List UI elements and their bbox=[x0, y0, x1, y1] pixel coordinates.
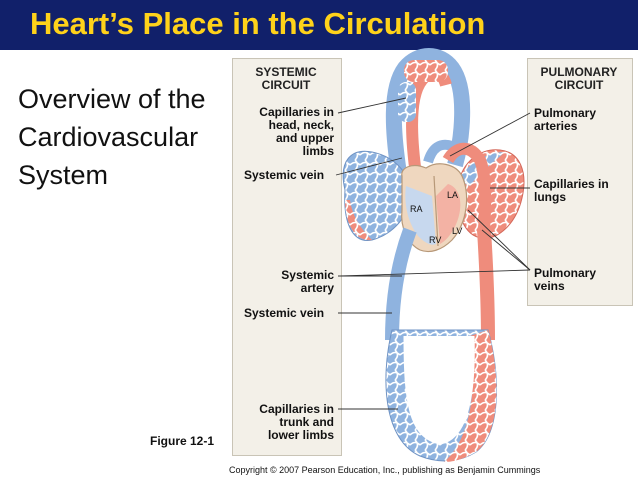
left-atrium-label: LA bbox=[447, 190, 459, 200]
label-capillaries-upper: Capillaries in head, neck, and upper lim… bbox=[238, 106, 334, 158]
figure-label: Figure 12-1 bbox=[150, 434, 215, 448]
label-pulmonary-arteries: Pulmonary arteries bbox=[534, 107, 596, 133]
copyright-text: Copyright © 2007 Pearson Education, Inc.… bbox=[229, 465, 541, 475]
pulmonary-header-line-1: PULMONARY bbox=[540, 65, 618, 79]
label-pulm-veins-line-2: veins bbox=[534, 279, 565, 293]
label-cap-lower-line-3: lower limbs bbox=[267, 428, 334, 442]
label-systemic-vein-top: Systemic vein bbox=[244, 168, 325, 182]
systemic-header-line-1: SYSTEMIC bbox=[255, 65, 317, 79]
slide-title: Heart’s Place in the Circulation bbox=[30, 6, 486, 41]
label-cap-lower-line-1: Capillaries in bbox=[259, 402, 334, 416]
title-bar bbox=[0, 0, 638, 50]
pulmonary-circuit-panel bbox=[527, 58, 633, 306]
systemic-circuit-panel bbox=[232, 58, 342, 456]
label-capillaries-lungs: Capillaries in lungs bbox=[534, 178, 609, 204]
right-atrium-label: RA bbox=[410, 204, 423, 214]
label-pulmonary-veins: Pulmonary veins bbox=[534, 267, 596, 293]
left-ventricle-label: LV bbox=[452, 226, 463, 236]
pulmonary-circuit-header: PULMONARY CIRCUIT bbox=[531, 66, 627, 92]
label-cap-lungs-line-1: Capillaries in bbox=[534, 177, 609, 191]
systemic-circuit-header: SYSTEMIC CIRCUIT bbox=[240, 66, 332, 92]
lower-capillary-bed bbox=[385, 329, 497, 462]
label-capillaries-lower: Capillaries in trunk and lower limbs bbox=[238, 403, 334, 442]
label-systemic-vein-bottom: Systemic vein bbox=[244, 306, 325, 320]
label-cap-upper-line-3: and upper bbox=[275, 131, 334, 145]
overview-line-1: Overview of the bbox=[18, 84, 206, 114]
label-cap-lungs-line-2: lungs bbox=[534, 190, 566, 204]
pulmonary-header-line-2: CIRCUIT bbox=[554, 78, 604, 92]
label-pulm-arteries-line-1: Pulmonary bbox=[534, 106, 597, 120]
upper-capillary-bed bbox=[385, 48, 471, 182]
label-cap-upper-line-2: head, neck, bbox=[268, 118, 334, 132]
heart bbox=[401, 163, 468, 253]
label-systemic-artery: Systemic artery bbox=[238, 269, 334, 295]
systemic-header-line-2: CIRCUIT bbox=[261, 78, 311, 92]
label-pulm-arteries-line-2: arteries bbox=[534, 119, 578, 133]
label-pulm-veins-line-1: Pulmonary bbox=[534, 266, 597, 280]
label-cap-upper-line-1: Capillaries in bbox=[259, 105, 334, 119]
right-ventricle-label: RV bbox=[429, 235, 442, 245]
label-cap-lower-line-2: trunk and bbox=[279, 415, 334, 429]
label-systemic-artery-line-2: artery bbox=[300, 281, 334, 295]
leader-lines bbox=[335, 97, 531, 410]
overview-line-3: System bbox=[18, 160, 109, 190]
overview-line-2: Cardiovascular bbox=[18, 122, 199, 152]
label-cap-upper-line-4: limbs bbox=[302, 144, 334, 158]
label-systemic-artery-line-1: Systemic bbox=[281, 268, 334, 282]
overview-text: Overview of the Cardiovascular System bbox=[18, 80, 206, 194]
